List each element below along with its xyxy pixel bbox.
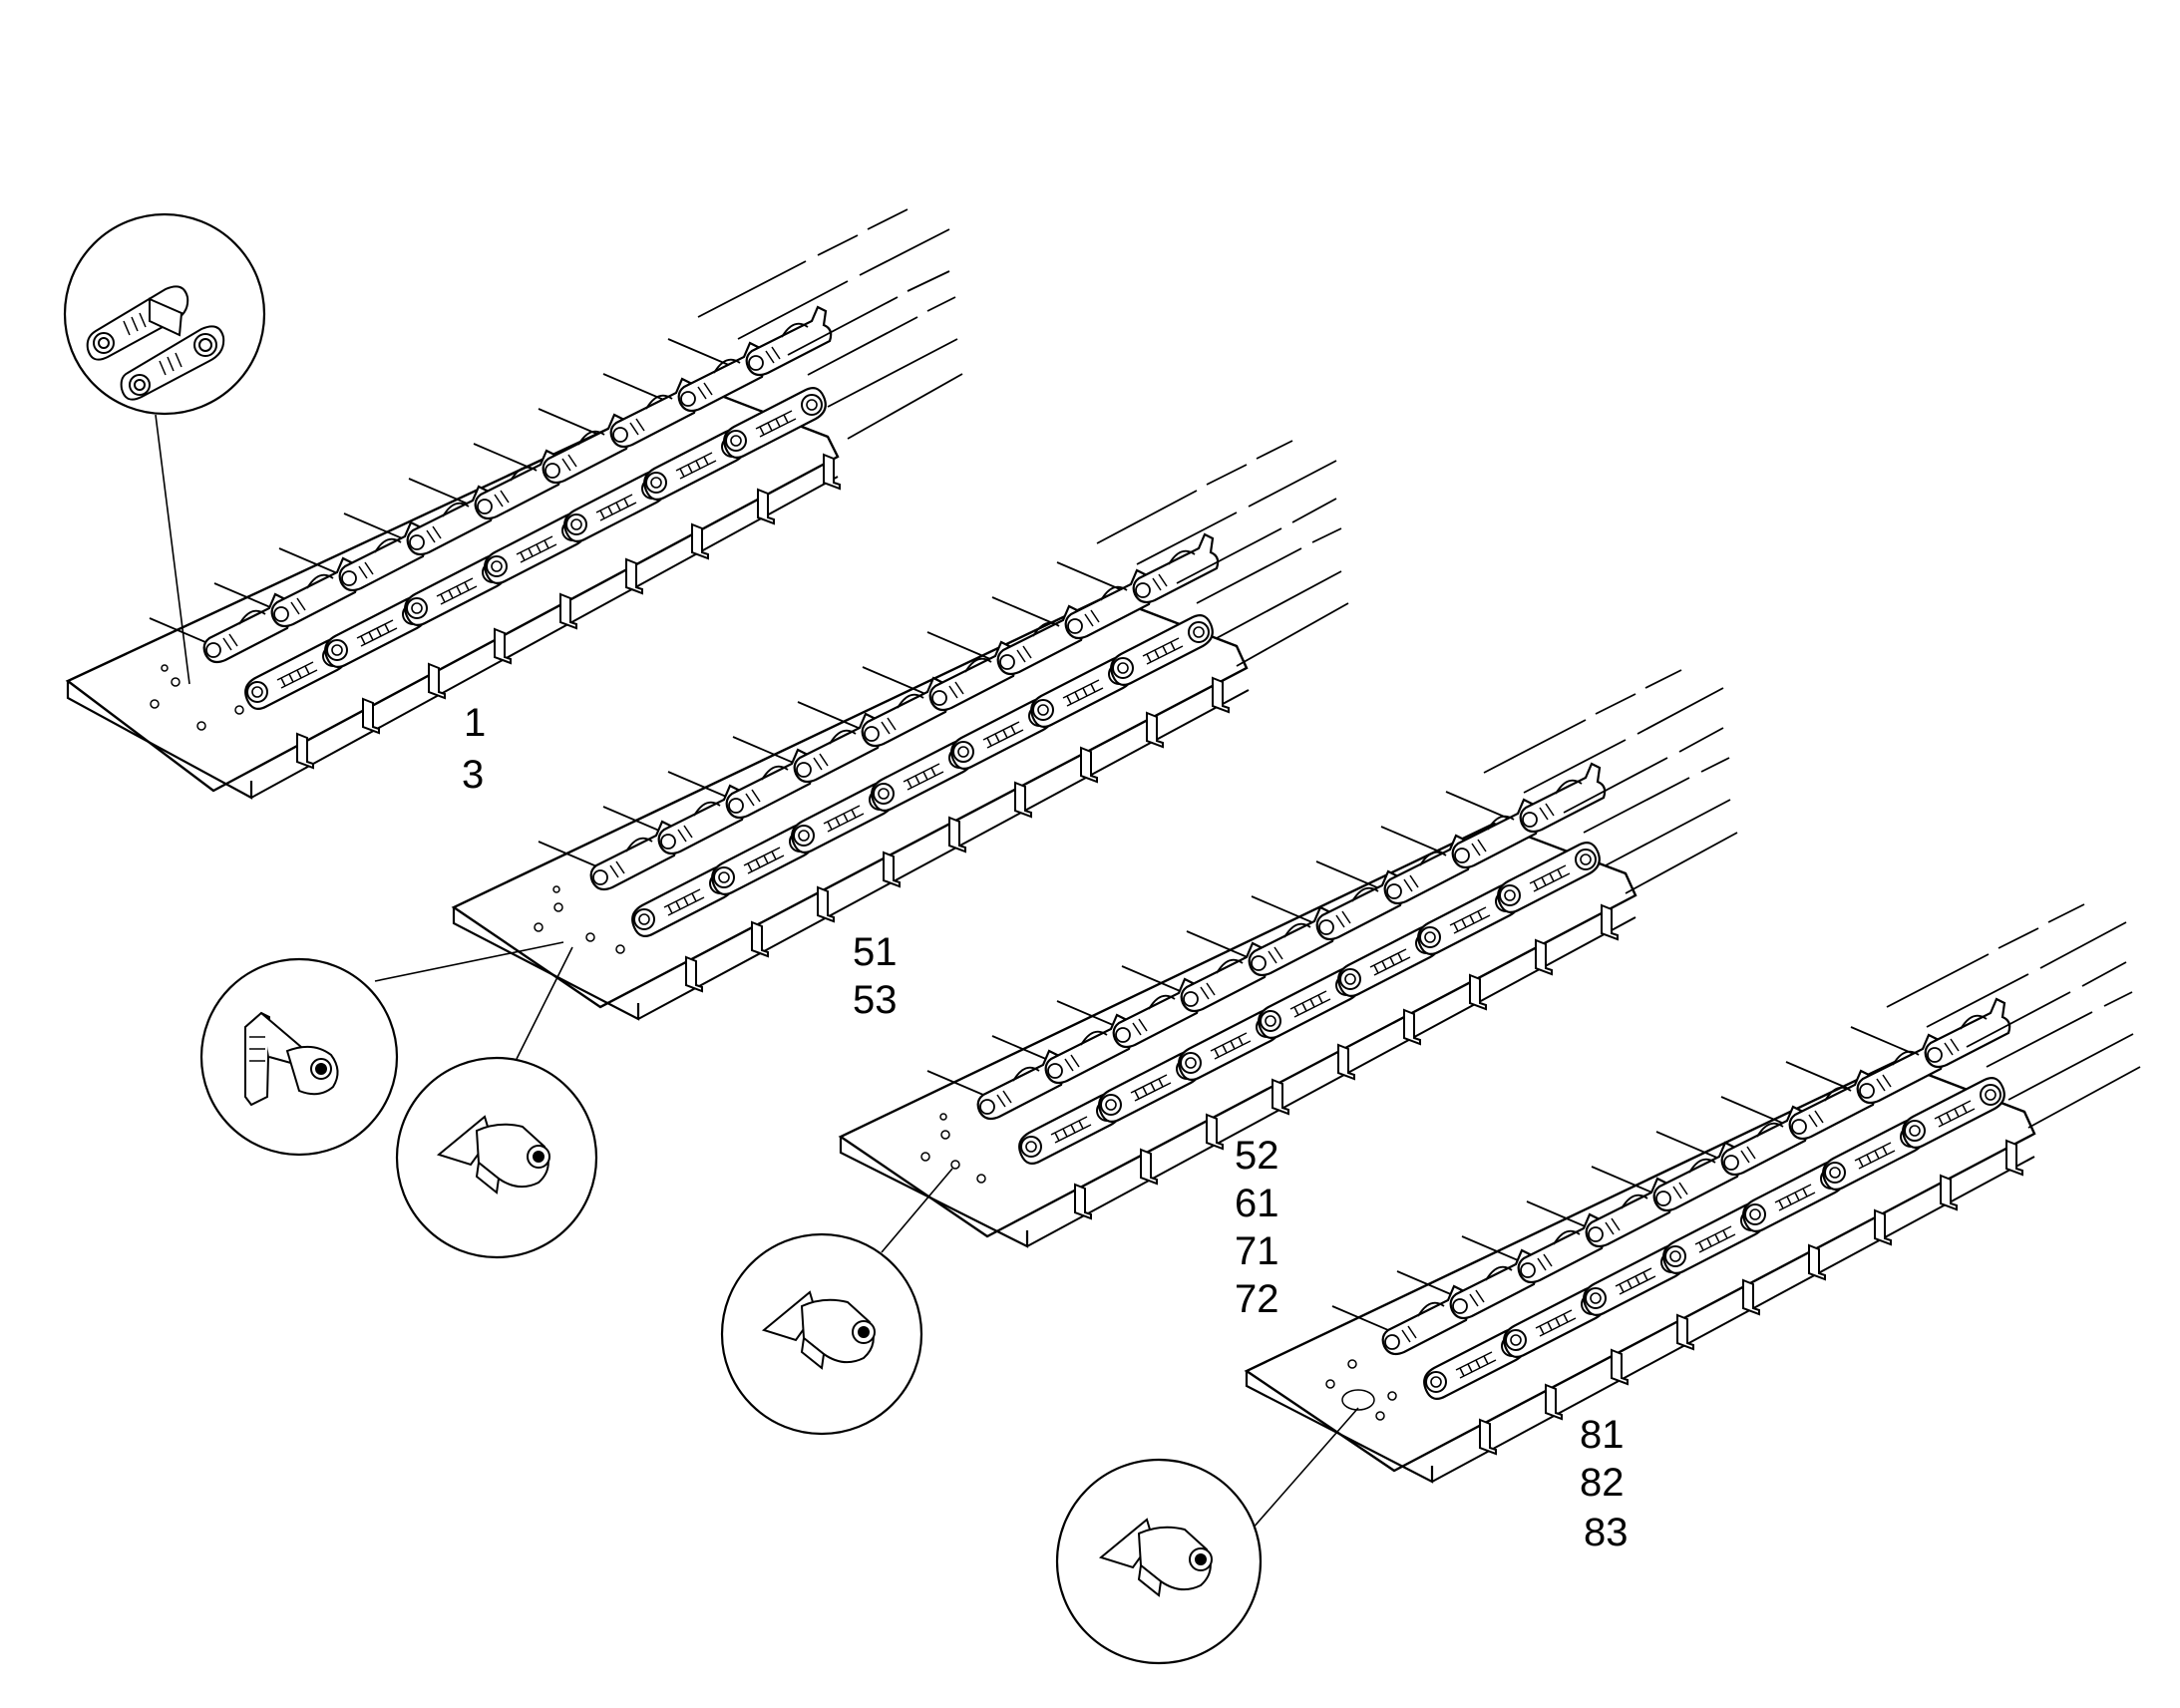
- label-d-1: 81: [1580, 1413, 1625, 1457]
- label-d-2: 82: [1580, 1461, 1625, 1505]
- label-a-2: 3: [462, 753, 484, 797]
- detail-callout-2: [199, 941, 564, 1157]
- label-c-4: 72: [1235, 1277, 1279, 1321]
- conveyor-assembly-d: 81 82 83: [1244, 903, 2141, 1554]
- detail-callout-4: [720, 1168, 953, 1436]
- detail-callout-1: [63, 212, 266, 685]
- label-d-3: 83: [1584, 1511, 1629, 1554]
- conveyor-assembly-c: 52 61 71 72: [838, 669, 1738, 1321]
- detail-callout-5: [1055, 1407, 1359, 1665]
- label-c-2: 61: [1235, 1182, 1279, 1225]
- label-a-1: 1: [464, 701, 486, 745]
- label-c-1: 52: [1235, 1134, 1279, 1178]
- detail-callout-3: [395, 946, 598, 1259]
- conveyor-assembly-b: 51 53: [451, 440, 1349, 1022]
- label-b-2: 53: [853, 978, 898, 1022]
- conveyor-assembly-a: 1 3: [65, 208, 963, 800]
- label-c-3: 71: [1235, 1229, 1279, 1273]
- label-b-1: 51: [853, 930, 898, 974]
